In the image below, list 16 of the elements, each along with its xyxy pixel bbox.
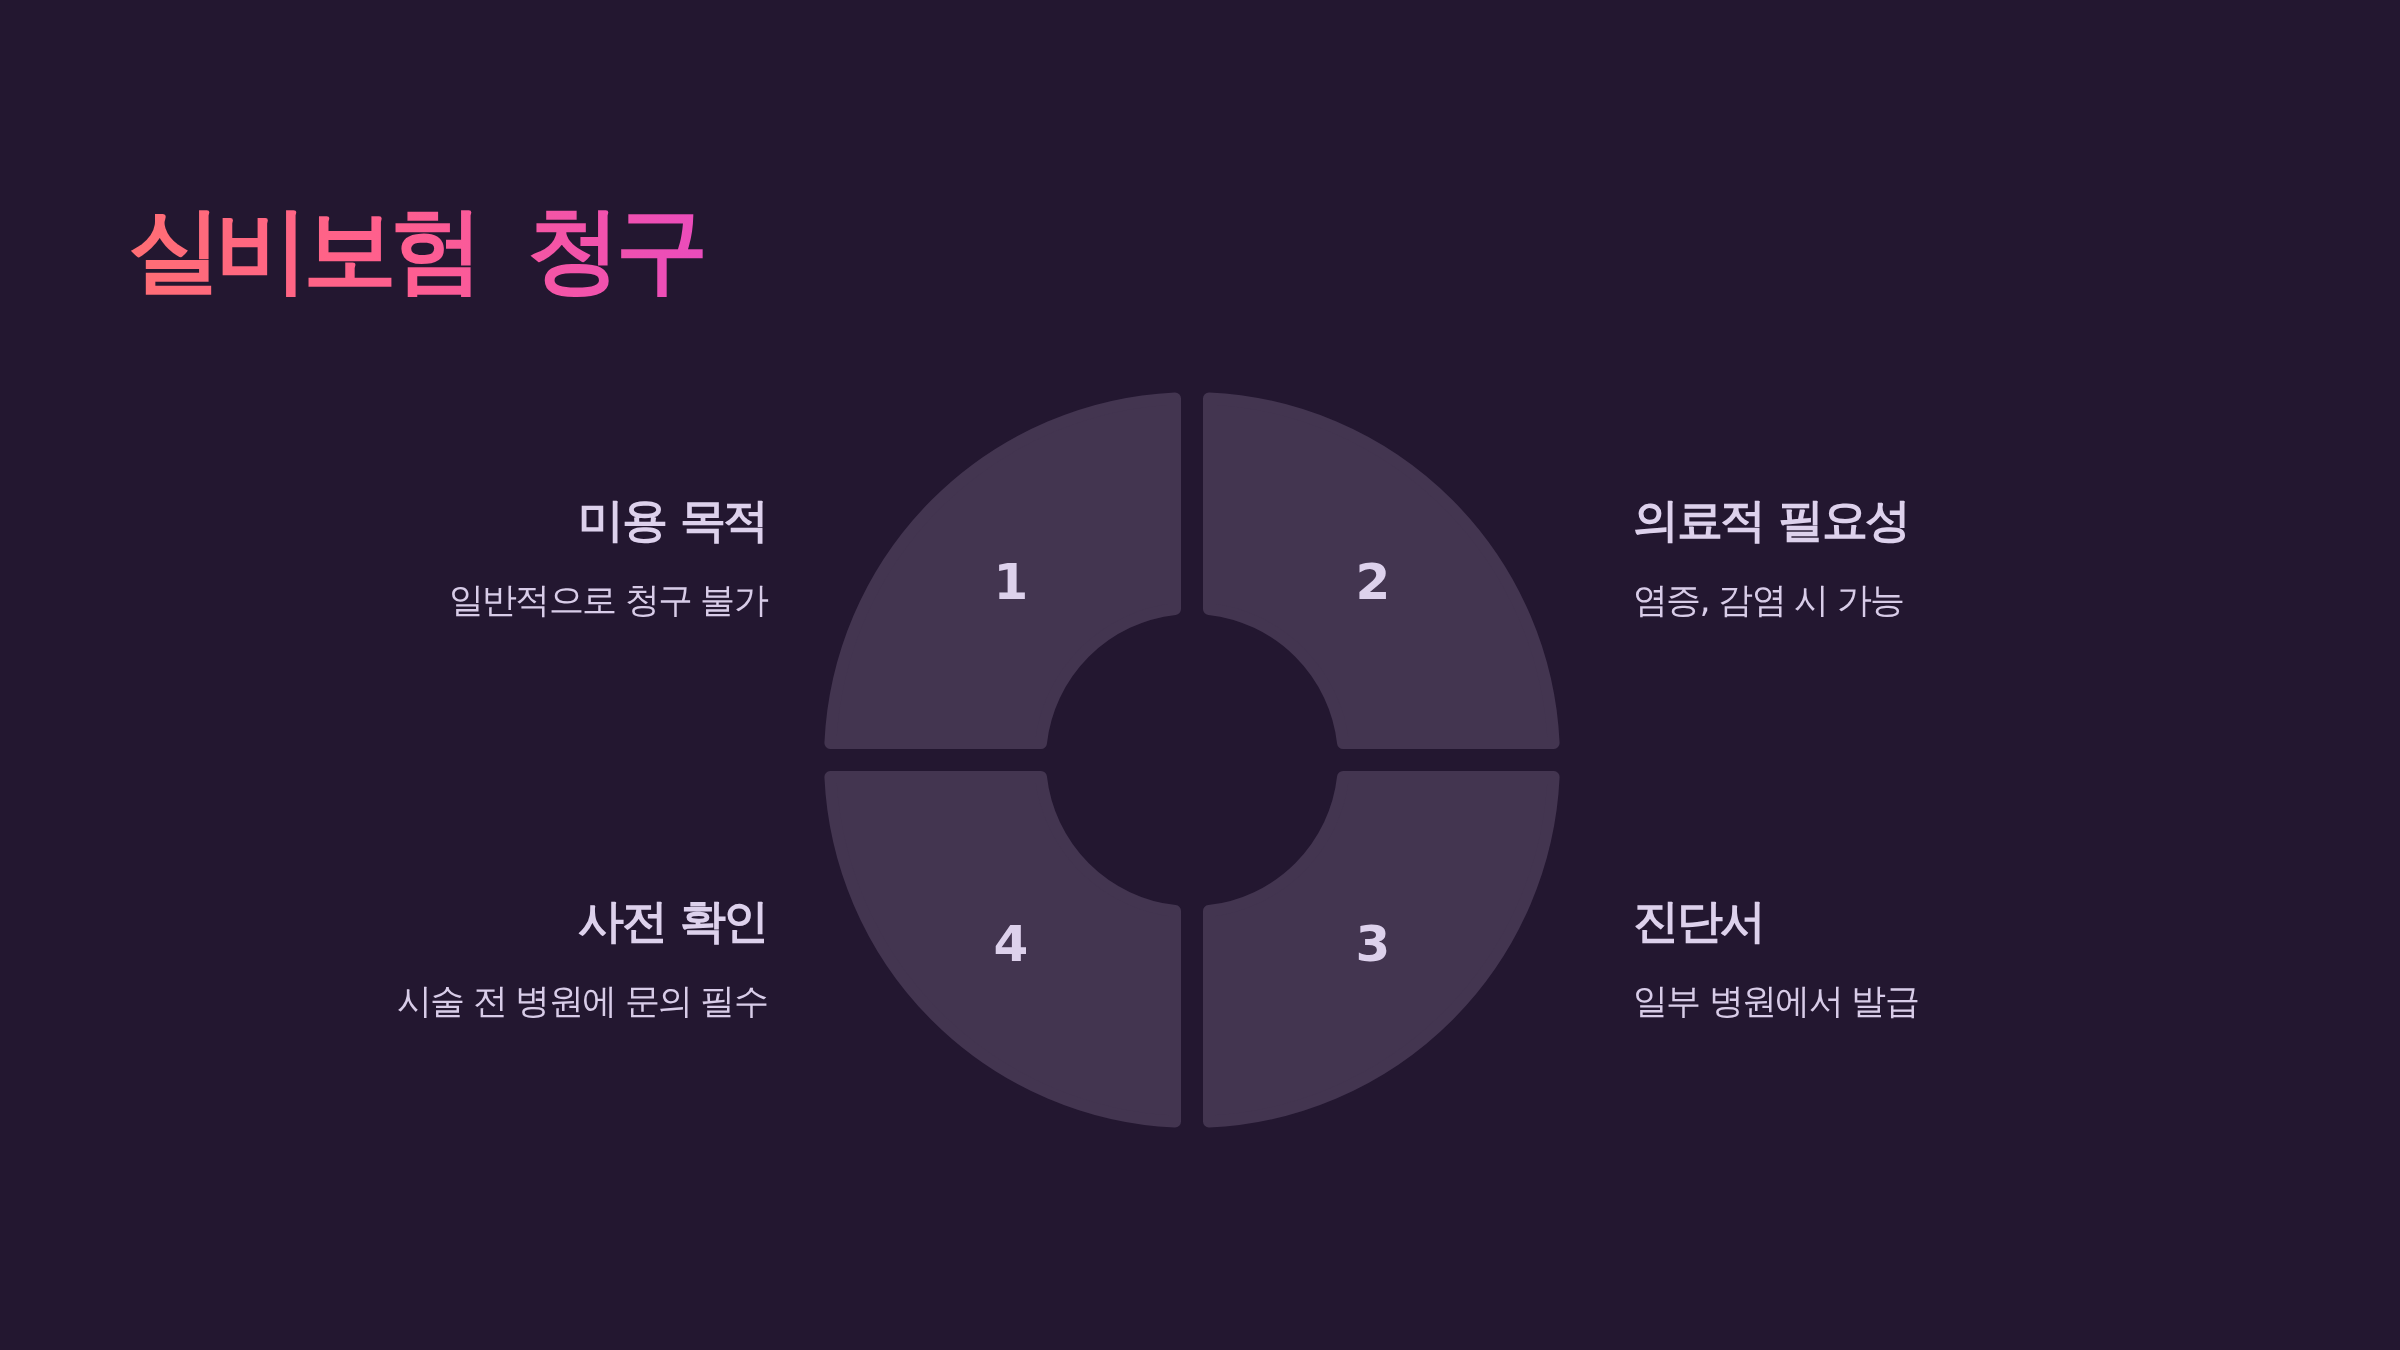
step-heading: 진단서 — [1633, 898, 1766, 944]
step-number: 2 — [1355, 557, 1391, 607]
step-number: 3 — [1355, 919, 1391, 969]
ring-segment — [824, 392, 1181, 749]
step-description: 염증, 감염 시 가능 — [1633, 583, 1905, 618]
step-heading: 사전 확인 — [578, 898, 768, 944]
ring-segment — [1203, 392, 1560, 749]
step-description: 일부 병원에서 발급 — [1633, 984, 1919, 1019]
step-heading: 미용 목적 — [578, 497, 768, 543]
step-description: 시술 전 병원에 문의 필수 — [397, 984, 768, 1019]
step-heading: 의료적 필요성 — [1633, 497, 1910, 543]
step-number: 4 — [993, 919, 1029, 969]
step-description: 일반적으로 청구 불가 — [449, 583, 769, 618]
ring-segment — [824, 771, 1181, 1128]
ring-segment — [1203, 771, 1560, 1128]
step-number: 1 — [993, 557, 1029, 607]
